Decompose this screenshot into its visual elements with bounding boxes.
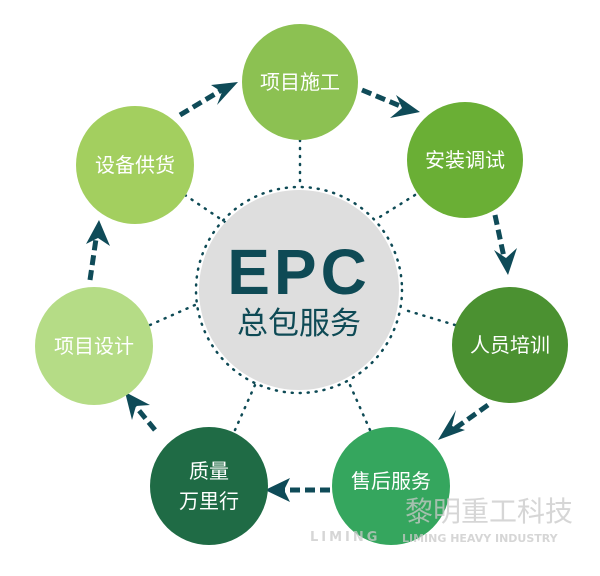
arrowhead-icon xyxy=(494,248,517,275)
spoke xyxy=(403,308,457,327)
node-construction: 项目施工 xyxy=(242,24,358,140)
arrow-line xyxy=(87,231,100,281)
node-label: 售后服务 xyxy=(351,469,431,493)
node-label: 项目设计 xyxy=(54,334,134,358)
spoke xyxy=(148,303,197,327)
node-label: 设备供货 xyxy=(95,153,175,177)
node-after-sales: 售后服务 xyxy=(332,427,450,545)
node-installation: 安装调试 xyxy=(407,102,523,218)
arrow-line xyxy=(178,85,227,118)
spoke xyxy=(233,383,257,432)
node-supply: 设备供货 xyxy=(76,106,194,224)
node-design: 项目设计 xyxy=(35,287,153,405)
center-dotted-ring xyxy=(194,185,404,395)
arrowhead-icon xyxy=(390,95,420,118)
node-label: 人员培训 xyxy=(470,333,550,357)
spoke xyxy=(373,193,417,222)
node-quality: 质量万里行 xyxy=(150,427,268,545)
node-label: 质量 xyxy=(189,459,229,483)
arrow-line xyxy=(361,87,406,111)
arrowhead-icon xyxy=(211,82,238,105)
watermark-en: LIMING HEAVY INDUSTRY xyxy=(402,532,558,545)
spoke xyxy=(183,193,227,224)
node-label: 万里行 xyxy=(179,489,239,513)
arrow-line xyxy=(492,214,508,263)
arrow-line xyxy=(130,400,157,432)
center-subtitle: 总包服务 xyxy=(237,306,361,342)
center-circle: EPC 总包服务 xyxy=(199,190,399,390)
watermark-brand: LIMING xyxy=(310,530,381,545)
node-training: 人员培训 xyxy=(452,287,568,403)
center-title: EPC xyxy=(227,236,371,308)
arrowhead-icon xyxy=(265,478,290,502)
arrowhead-icon xyxy=(438,410,465,440)
arrowhead-icon xyxy=(125,392,150,420)
node-label: 安装调试 xyxy=(425,148,505,172)
node-label: 项目施工 xyxy=(260,70,340,94)
watermark-cn: 黎明重工科技 xyxy=(405,495,574,528)
arrowhead-icon xyxy=(86,220,110,246)
spoke xyxy=(348,383,372,432)
